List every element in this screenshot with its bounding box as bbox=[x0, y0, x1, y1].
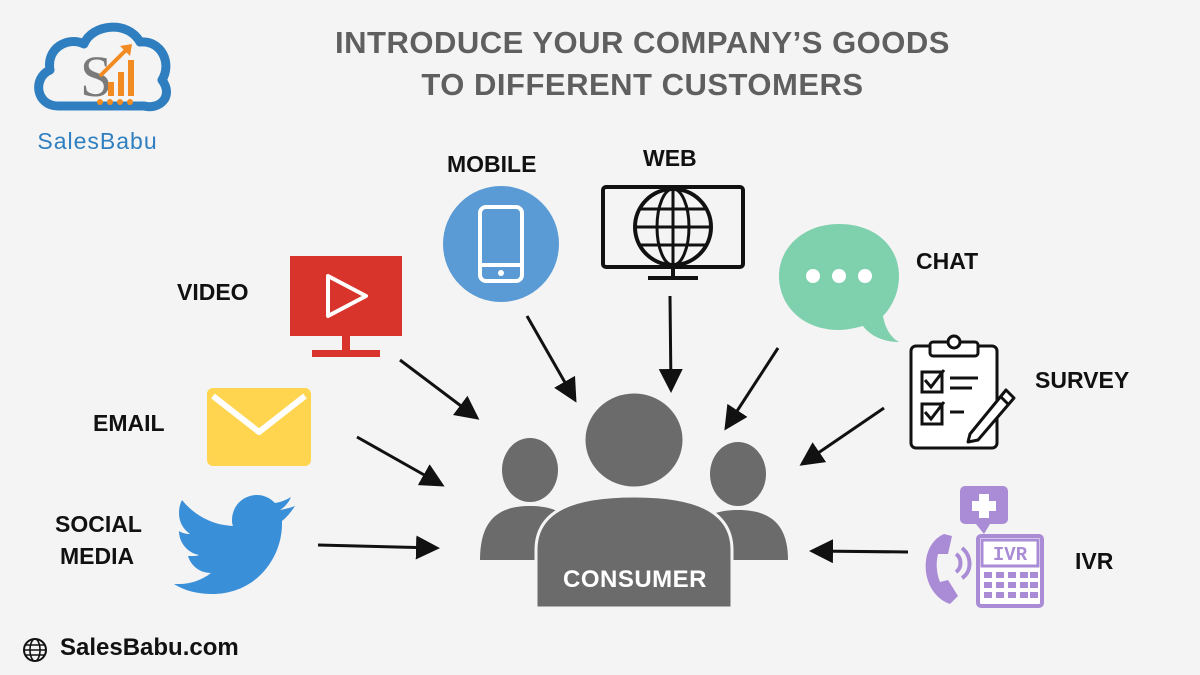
email-envelope-icon bbox=[207, 388, 311, 466]
logo-letter: S bbox=[80, 44, 112, 109]
arrow-chat bbox=[724, 347, 780, 431]
label-ivr: IVR bbox=[1075, 548, 1114, 574]
ivr-phone-icon: IVR bbox=[925, 486, 1044, 608]
label-video: VIDEO bbox=[177, 279, 249, 305]
consumer-label: CONSUMER bbox=[562, 566, 707, 593]
chat-bubble-icon bbox=[779, 224, 899, 342]
title-line-2: TO DIFFERENT CUSTOMERS bbox=[421, 67, 864, 103]
label-social-line-2: MEDIA bbox=[60, 543, 135, 570]
brand-name: SalesBabu bbox=[37, 128, 158, 154]
footer-url[interactable]: SalesBabu.com bbox=[60, 634, 239, 661]
arrow-survey bbox=[799, 406, 885, 466]
globe-icon bbox=[23, 638, 47, 662]
arrow-social bbox=[317, 535, 440, 560]
arrow-email bbox=[356, 435, 445, 487]
cloud-logo-icon: S bbox=[34, 22, 171, 112]
ivr-screen-text: IVR bbox=[993, 544, 1028, 566]
mobile-phone-icon bbox=[443, 186, 559, 302]
label-web: WEB bbox=[643, 145, 697, 171]
arrow-web bbox=[658, 295, 683, 393]
label-social-media: SOCIAL MEDIA bbox=[55, 508, 142, 572]
page-title: INTRODUCE YOUR COMPANY’S GOODS TO DIFFER… bbox=[300, 22, 985, 106]
video-monitor-icon bbox=[290, 256, 402, 357]
arrow-video bbox=[399, 358, 480, 420]
twitter-bird-icon bbox=[174, 495, 295, 594]
web-globe-monitor-icon bbox=[601, 185, 745, 280]
label-survey: SURVEY bbox=[1035, 367, 1130, 393]
title-line-1: INTRODUCE YOUR COMPANY’S GOODS bbox=[335, 25, 950, 60]
consumer-group-icon bbox=[480, 390, 788, 610]
arrow-mobile bbox=[525, 315, 577, 403]
label-email: EMAIL bbox=[93, 410, 165, 436]
arrow-ivr bbox=[809, 539, 909, 564]
label-social-line-1: SOCIAL bbox=[55, 511, 142, 537]
label-mobile: MOBILE bbox=[447, 151, 537, 177]
survey-clipboard-icon bbox=[909, 334, 1016, 450]
label-chat: CHAT bbox=[916, 248, 979, 274]
